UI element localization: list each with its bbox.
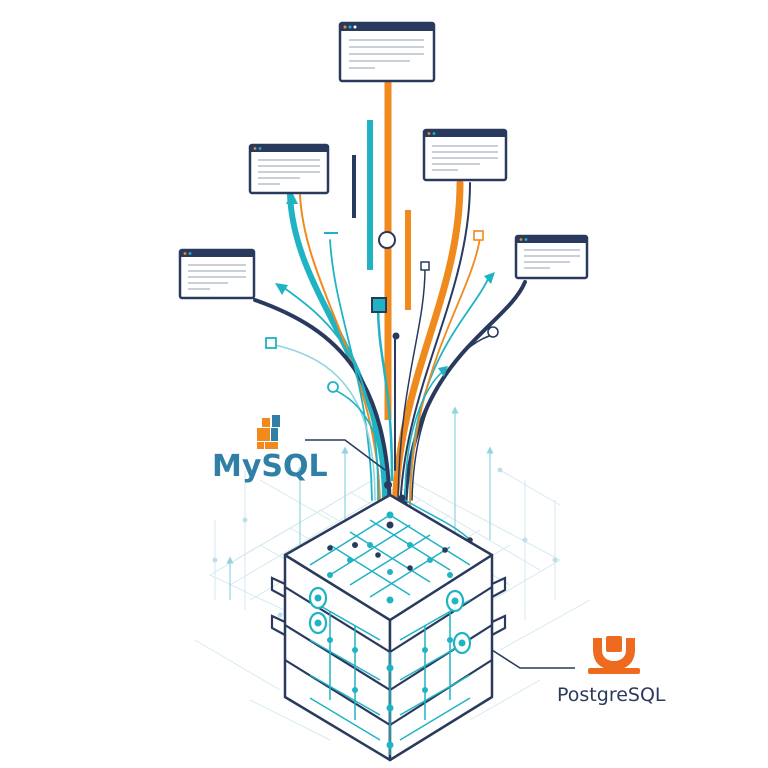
postgresql-logo-icon <box>588 636 640 674</box>
vertical-bars <box>352 82 411 420</box>
browser-window-upper-left <box>248 143 330 195</box>
cable-terminals <box>265 230 499 502</box>
mysql-label: MySQL <box>212 449 328 484</box>
arrow-up-right-icon <box>484 272 495 284</box>
arrow-up-icon <box>286 192 298 204</box>
terminal-block <box>371 297 387 313</box>
browser-window-top <box>338 21 436 83</box>
database-server-icon <box>270 493 507 762</box>
cable-arrowheads <box>275 192 495 377</box>
browser-window-upper-right <box>422 128 508 182</box>
browser-window-right <box>514 234 589 280</box>
mysql-logo-icon <box>257 415 280 449</box>
arrow-up-right-small-icon <box>438 366 448 377</box>
background-grid-nodes <box>212 467 558 618</box>
terminal-circle <box>327 381 339 393</box>
arrow-up-left-icon <box>275 283 288 295</box>
terminal-square <box>265 337 277 349</box>
browser-window-left <box>178 248 256 300</box>
postgresql-label: PostgreSQL <box>557 684 666 706</box>
terminal-ring <box>378 231 396 249</box>
leader-lines <box>305 439 575 669</box>
